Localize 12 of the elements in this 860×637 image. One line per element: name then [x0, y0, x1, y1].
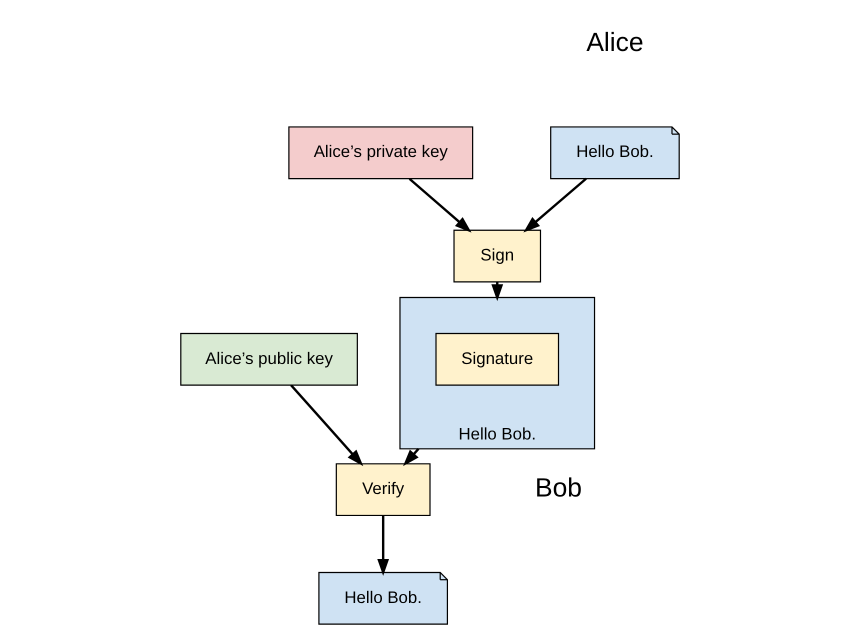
node-box: Signature	[435, 332, 560, 386]
arrow	[523, 178, 587, 232]
arrow	[290, 384, 364, 466]
arrow	[408, 178, 472, 233]
arrow	[403, 448, 420, 466]
label: Bob	[535, 472, 582, 502]
arrow	[377, 516, 390, 576]
node-box: Alice’s public key	[180, 332, 358, 386]
node-box: Alice’s private key	[288, 126, 474, 180]
label: Alice	[586, 26, 644, 57]
node-box: Verify	[336, 463, 431, 516]
node-box: Sign	[453, 230, 542, 282]
